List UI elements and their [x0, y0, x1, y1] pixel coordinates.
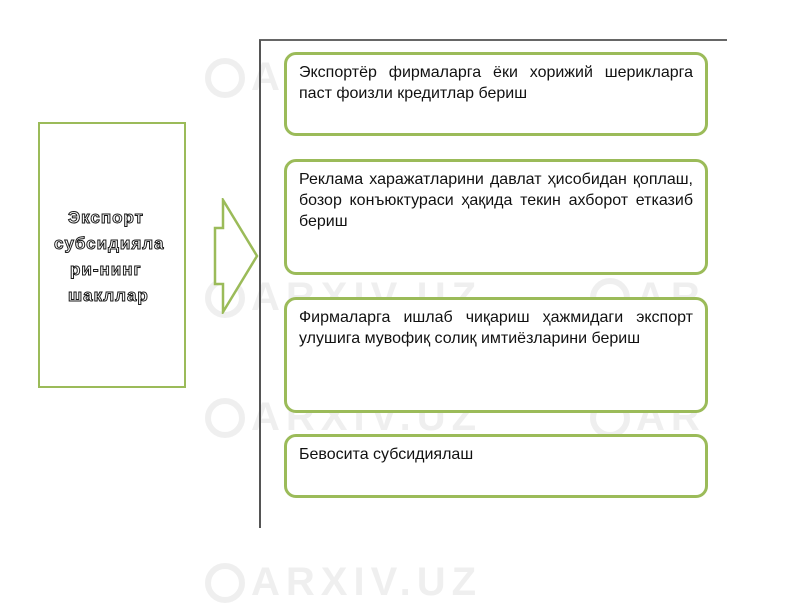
vertical-divider-line: [259, 40, 261, 528]
watermark-logo: ARXIV.UZ: [205, 560, 482, 605]
left-category-box: [38, 122, 186, 388]
left-label-line-2: субсидияла: [54, 234, 165, 254]
form-item-text: Бевосита субсидиялаш: [299, 446, 474, 463]
left-category-label: Экспорт субсидияла ри-нинг шакллар: [54, 205, 182, 309]
form-item-4: Бевосита субсидиялаш: [284, 434, 708, 498]
form-item-2: Реклама харажатларини давлат ҳисобидан қ…: [284, 159, 708, 275]
left-label-line-3: ри-нинг: [70, 260, 142, 280]
form-item-text: Фирмаларга ишлаб чиқариш ҳажмидаги экспо…: [299, 309, 693, 347]
form-item-3: Фирмаларга ишлаб чиқариш ҳажмидаги экспо…: [284, 297, 708, 413]
left-label-line-4: шакллар: [68, 286, 149, 306]
right-arrow-icon: [213, 198, 259, 314]
left-label-line-1: Экспорт: [68, 208, 144, 228]
form-item-1: Экспортёр фирмаларга ёки хорижий шерикла…: [284, 52, 708, 136]
form-item-text: Реклама харажатларини давлат ҳисобидан қ…: [299, 171, 693, 230]
top-divider-line: [259, 39, 727, 41]
form-item-text: Экспортёр фирмаларга ёки хорижий шерикла…: [299, 64, 693, 102]
